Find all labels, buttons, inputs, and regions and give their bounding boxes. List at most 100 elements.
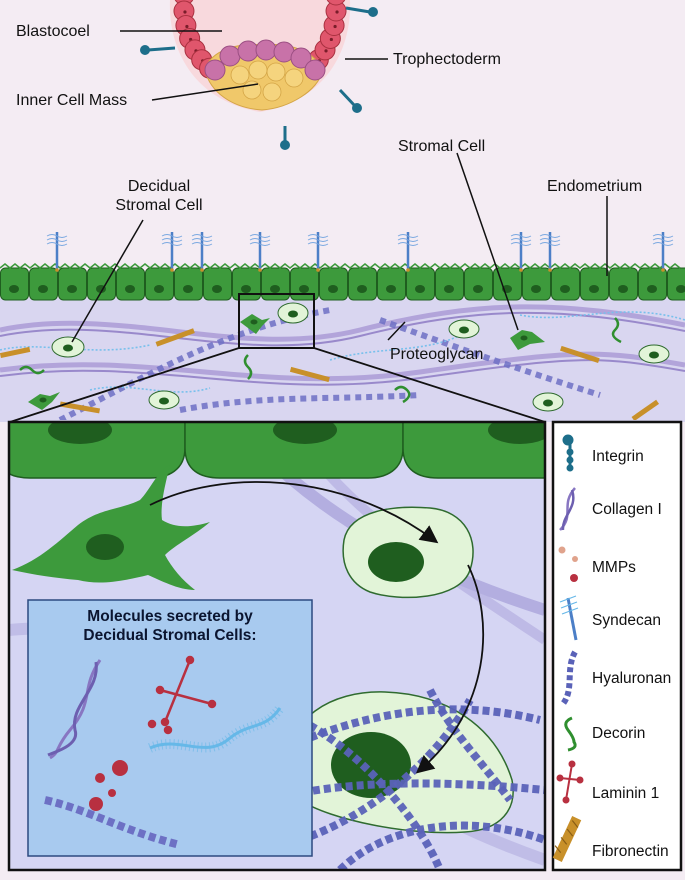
epithelial-cell — [58, 267, 87, 301]
epithelial-cell — [319, 267, 348, 301]
epithelial-nucleus — [676, 285, 685, 293]
microvilli — [0, 263, 681, 269]
epithelial-nucleus — [647, 285, 657, 293]
epithelial-nucleus — [328, 285, 338, 293]
laminin-icon — [556, 760, 584, 804]
epithelial-cell — [116, 267, 145, 301]
epithelial-cell — [261, 267, 290, 301]
epithelial-cell — [174, 267, 203, 301]
syndecan-icon — [510, 232, 532, 272]
syndecan-icon — [559, 595, 579, 641]
stroma-fibroblast-cells — [28, 314, 545, 410]
epithelial-nucleus — [212, 285, 222, 293]
label-decidual-stromal-cell: Decidual Stromal Cell — [98, 177, 220, 215]
fibronectin-icon — [552, 816, 582, 862]
epithelial-nucleus — [125, 285, 135, 293]
epithelial-cell — [551, 267, 580, 301]
epithelial-cell — [638, 267, 667, 301]
epithelial-cell — [87, 267, 116, 301]
epithelial-cell — [348, 267, 377, 301]
hyaluronan-icon — [559, 650, 578, 707]
label-proteoglycan: Proteoglycan — [390, 346, 484, 363]
syndecan-icon — [397, 232, 419, 272]
epithelial-nucleus — [67, 285, 77, 293]
label-decidual-stromal-cell-line2: Stromal Cell — [115, 197, 203, 214]
blastocyst-integrins — [140, 6, 378, 150]
epithelial-nucleus — [357, 285, 367, 293]
leader-lines — [71, 30, 608, 343]
blastocyst — [140, 0, 378, 150]
secreted-collagen-icon — [47, 659, 102, 760]
epithelial-nucleus — [386, 285, 396, 293]
legend-label-mmps: MMPs — [592, 559, 636, 576]
epithelium-syndecans — [46, 232, 674, 272]
trophectoderm-cell — [326, 0, 346, 6]
stroma-decidual-cells — [51, 302, 670, 412]
epithelial-nucleus — [618, 285, 628, 293]
epithelial-nucleus — [183, 285, 193, 293]
epithelial-cell — [0, 267, 29, 301]
label-stromal-cell: Stromal Cell — [398, 138, 486, 155]
inset-stromal-cell — [12, 465, 210, 590]
epithelial-cell — [290, 267, 319, 301]
epithelial-cell — [435, 267, 464, 301]
legend-label-hyaluronan: Hyaluronan — [592, 670, 672, 687]
syndecan-icon — [249, 232, 271, 272]
syndecan-icon — [161, 232, 183, 272]
integrin-icon — [562, 434, 574, 472]
epithelial-nucleus — [154, 285, 164, 293]
epithelial-cell — [667, 267, 685, 301]
epithelial-cell — [406, 267, 435, 301]
label-trophectoderm: Trophectoderm — [393, 51, 501, 68]
syndecan-icon — [191, 232, 213, 272]
secreted-title-line2: Decidual Stromal Cells: — [83, 627, 257, 644]
legend-label-syndecan: Syndecan — [592, 612, 661, 629]
epithelial-cell — [203, 267, 232, 301]
epithelial-cell — [29, 267, 58, 301]
hyaluronan-chain — [298, 698, 474, 844]
secreted-molecules-box — [27, 599, 313, 857]
epithelial-nucleus — [589, 285, 599, 293]
label-blastocoel: Blastocoel — [16, 23, 90, 40]
epithelial-nucleus — [444, 285, 454, 293]
inner-cell-mass — [204, 39, 326, 111]
epithelial-cell — [145, 267, 174, 301]
label-inner-cell-mass: Inner Cell Mass — [16, 92, 128, 109]
epithelial-cell — [580, 267, 609, 301]
epithelial-nucleus — [241, 285, 251, 293]
epithelial-cell — [522, 267, 551, 301]
epithelial-cell — [377, 267, 406, 301]
legend-label-fibronectin: Fibronectin — [592, 843, 669, 860]
hyaluronan-chain — [426, 688, 514, 803]
secreted-title-line1: Molecules secreted by — [87, 608, 253, 625]
epithelial-cell — [609, 267, 638, 301]
secreted-laminin-icon — [147, 655, 217, 735]
label-decidual-stromal-cell-line1: Decidual — [127, 178, 191, 195]
epithelial-nucleus — [415, 285, 425, 293]
legend-label-integrin: Integrin — [592, 448, 644, 465]
legend-label-decorin: Decorin — [592, 725, 646, 742]
endometrial-epithelium — [0, 263, 685, 301]
epithelial-cell — [232, 267, 261, 301]
epithelial-nucleus — [531, 285, 541, 293]
epithelial-nucleus — [270, 285, 280, 293]
epithelial-nucleus — [38, 285, 48, 293]
secreted-mmp-icon — [89, 760, 128, 811]
secreted-hyaluronan-icon — [44, 796, 181, 849]
syndecan-icon — [46, 232, 68, 272]
collagen-icon — [559, 487, 576, 531]
legend-label-collagen: Collagen I — [592, 501, 662, 518]
hyaluronan-chain — [298, 716, 444, 870]
mmp-icon — [558, 546, 578, 582]
legend-label-laminin: Laminin 1 — [592, 785, 660, 802]
zoom-indicator — [9, 293, 546, 423]
label-endometrium: Endometrium — [547, 178, 643, 195]
epithelial-cell — [464, 267, 493, 301]
epithelial-nucleus — [9, 285, 19, 293]
epithelial-nucleus — [473, 285, 483, 293]
legend-panel — [551, 420, 683, 872]
syndecan-icon — [652, 232, 674, 272]
epithelial-nucleus — [560, 285, 570, 293]
secreted-molecules-title: Molecules secreted by Decidual Stromal C… — [30, 607, 310, 645]
